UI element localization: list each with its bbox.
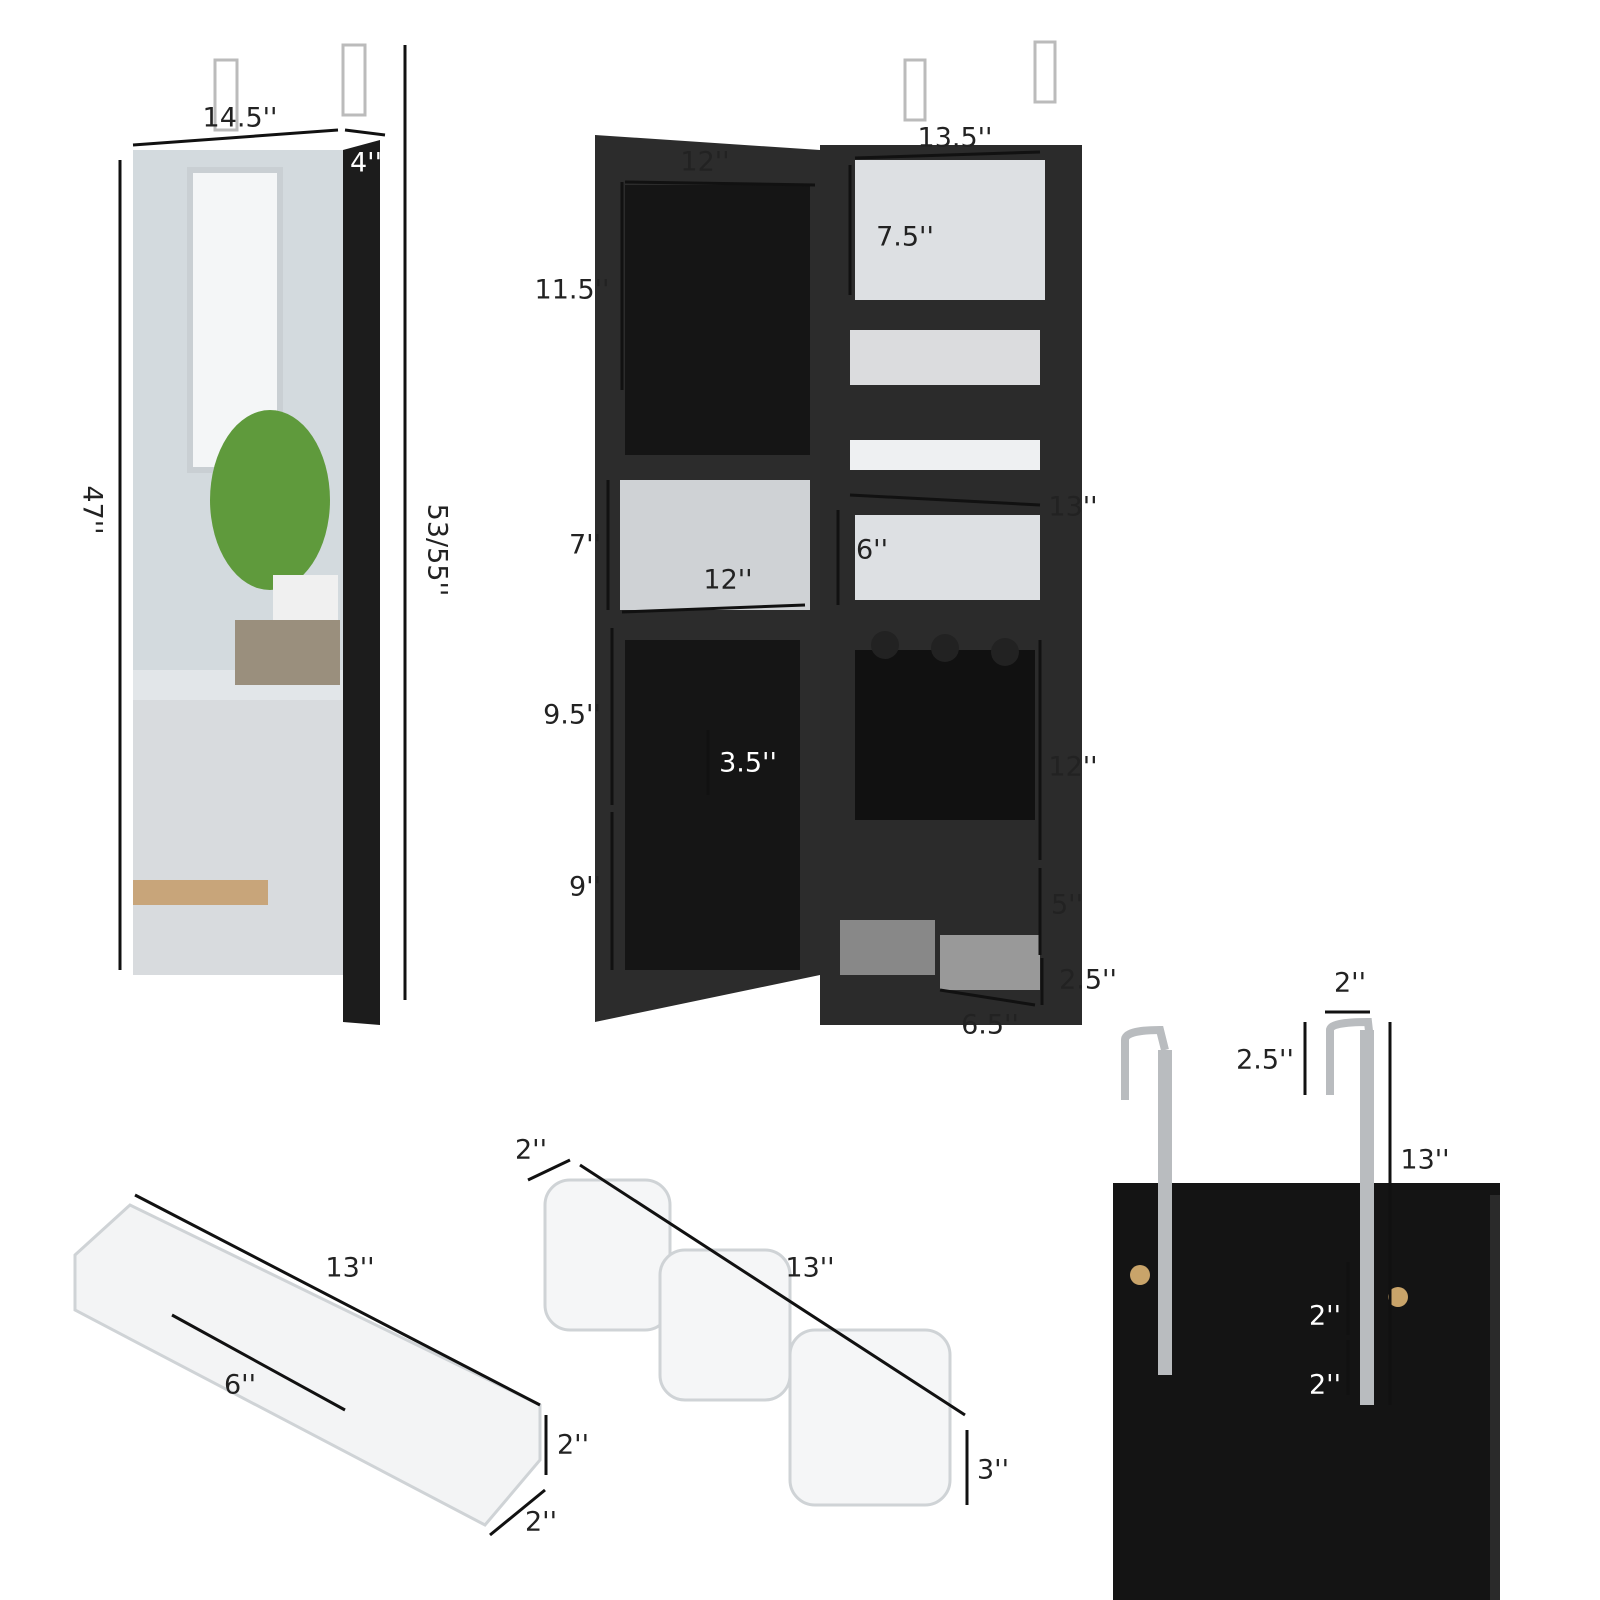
cup-width-label: 2'' xyxy=(514,1134,548,1166)
tray-length-label: 13'' xyxy=(325,1252,375,1284)
dimension-label: 2.5'' xyxy=(1059,964,1117,996)
dimension-label: 7.5'' xyxy=(876,221,934,253)
dimension-label: 6'' xyxy=(855,534,889,566)
dimension-label: 3.5'' xyxy=(719,747,777,779)
hook-length-label: 13'' xyxy=(1400,1144,1450,1176)
dimension-lines xyxy=(118,45,1392,1537)
hook-spacing-label: 2'' xyxy=(1308,1369,1342,1401)
cup-length-label: 13'' xyxy=(785,1252,835,1284)
tray-height-label: 2'' xyxy=(556,1429,590,1461)
dimension-label: 12'' xyxy=(703,564,753,596)
dimension-label: 7'' xyxy=(568,529,602,561)
open-cabinet xyxy=(595,40,1082,1025)
cup-height-label: 3'' xyxy=(976,1454,1010,1486)
hook-depth-label: 2.5'' xyxy=(1236,1044,1294,1076)
tray-organizer xyxy=(73,1203,542,1527)
dimension-label: 13.5'' xyxy=(917,122,993,154)
tray-compartment-label: 6'' xyxy=(223,1369,257,1401)
mirror-width-label: 14.5'' xyxy=(202,102,278,134)
dimension-label: 5'' xyxy=(1050,889,1084,921)
mirror-cabinet xyxy=(133,43,380,1025)
dimension-label: 11.5'' xyxy=(534,274,610,306)
dimension-label: 9.5'' xyxy=(543,699,601,731)
back-panel xyxy=(1113,1017,1500,1600)
cup-organizer xyxy=(543,1178,952,1507)
hook-spacing-label: 2'' xyxy=(1308,1300,1342,1332)
total-height-label: 53/55'' xyxy=(421,503,453,597)
dimension-label: 12'' xyxy=(680,146,730,178)
hook-width-label: 2'' xyxy=(1333,967,1367,999)
dimension-label: 12'' xyxy=(1048,751,1098,783)
mirror-height-label: 47'' xyxy=(76,485,108,535)
dimension-label: 6.5'' xyxy=(961,1009,1019,1041)
depth-label: 4'' xyxy=(349,147,383,179)
tray-width-label: 2'' xyxy=(524,1506,558,1538)
dimension-label: 13'' xyxy=(1048,491,1098,523)
dimension-label: 9'' xyxy=(568,871,602,903)
